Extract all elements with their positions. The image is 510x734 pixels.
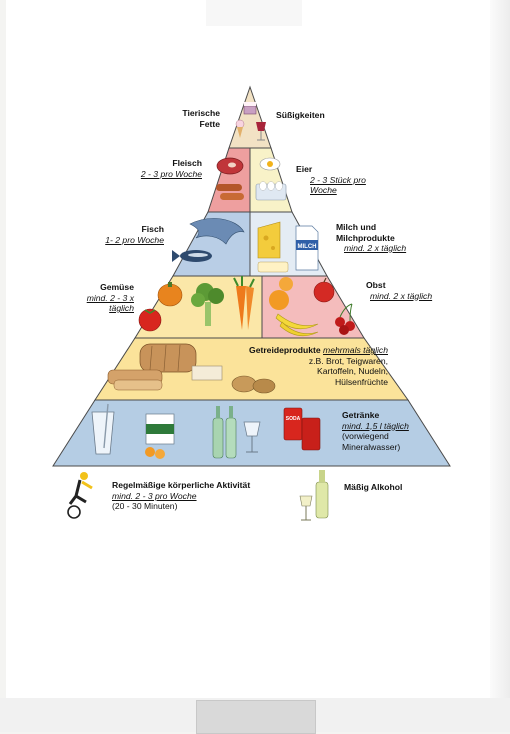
label-group-fish: Fisch 1- 2 pro Woche <box>84 224 164 245</box>
label-eggs: Eier <box>296 164 313 174</box>
broccoli-icon <box>191 283 224 326</box>
label-group-dairy: Milch und Milchprodukte mind. 2 x täglic… <box>336 222 432 254</box>
soda-can-label: SODA <box>286 416 301 422</box>
freq-activity: mind. 2 - 3 pro Woche <box>112 490 197 501</box>
freq-grains: mehrmals täglich <box>323 345 388 355</box>
tier2-meat <box>207 147 251 213</box>
dolphin-icon <box>189 218 245 245</box>
label-animal-fats: Tierische Fette <box>182 108 220 129</box>
wine-glass-icon <box>256 122 266 141</box>
freq-eggs: 2 - 3 Stück pro Woche <box>310 174 366 196</box>
potatoes-icon <box>231 375 276 394</box>
carrot-icon <box>233 276 255 330</box>
soda-can-icon: SODA <box>283 407 321 451</box>
bottom-tab <box>196 700 316 734</box>
drinking-glass-icon <box>243 421 261 453</box>
fried-egg-icon <box>259 157 281 171</box>
freq-fruit: mind. 2 x täglich <box>370 290 433 301</box>
bread-loaf-icon <box>139 343 197 373</box>
milk-carton-icon: MILCH <box>295 225 319 271</box>
label-fruit: Obst <box>366 280 386 290</box>
freq-meat: 2 - 3 pro Woche <box>140 168 202 179</box>
freq-vegetables: mind. 2 - 3 x täglich <box>86 292 134 314</box>
label-alcohol: Mäßig Alkohol <box>344 482 403 492</box>
label-group-grains: Getreideprodukte mehrmals täglich z.B. B… <box>218 345 388 387</box>
water-glass-icon <box>91 403 115 455</box>
apple-icon <box>313 277 335 303</box>
mineral-water-bottles-icon <box>212 406 237 459</box>
label-group-drinks: Getränke mind. 1,5 l täglich (vorwiegend… <box>342 410 438 452</box>
label-sweets: Süßigkeiten <box>276 110 325 120</box>
label-vegetables: Gemüse <box>100 282 134 292</box>
label-group-fruit: Obst mind. 2 x täglich <box>366 280 458 301</box>
sausage-icon <box>216 184 244 200</box>
detail-activity: (20 - 30 Minuten) <box>112 501 178 511</box>
label-meat: Fleisch <box>172 158 202 168</box>
freq-dairy: mind. 2 x täglich <box>344 243 407 253</box>
freq-fish: 1- 2 pro Woche <box>105 234 164 245</box>
label-activity: Regelmäßige körperliche Aktivität <box>112 480 251 490</box>
tier2-eggs <box>249 147 293 213</box>
toast-icon <box>191 365 223 381</box>
label-dairy: Milch und Milchprodukte <box>336 222 395 243</box>
tier1-fats-sweets <box>228 85 272 149</box>
milk-carton-label: MILCH <box>298 244 317 250</box>
cake-icon <box>243 102 257 115</box>
label-group-eggs: Eier 2 - 3 Stück pro Woche <box>296 164 376 196</box>
tomato-icon <box>138 308 162 332</box>
label-drinks: Getränke <box>342 410 380 420</box>
banana-icon <box>275 313 319 337</box>
fish-icon <box>172 250 212 262</box>
steak-icon <box>216 157 244 175</box>
pumpkin-icon <box>157 282 183 307</box>
label-group-activity: Regelmäßige körperliche Aktivität mind. … <box>112 480 288 512</box>
detail-grains: z.B. Brot, Teigwaren, Kartoffeln, Nudeln… <box>308 355 388 387</box>
wine-bottle-icon <box>315 470 329 519</box>
egg-carton-icon <box>255 181 287 201</box>
label-group-vegetables: Gemüse mind. 2 - 3 x täglich <box>62 282 134 314</box>
wine-glasses-icon <box>299 495 313 521</box>
cheese-icon <box>257 221 281 259</box>
freq-drinks: mind. 1,5 l täglich <box>342 420 409 431</box>
ice-cream-icon <box>235 119 245 138</box>
orange-icon <box>269 277 293 310</box>
yogurt-icon <box>257 261 289 273</box>
top-tab-shadow <box>206 0 302 26</box>
bread-slices-icon <box>107 369 163 391</box>
label-grains: Getreideprodukte <box>249 345 321 355</box>
juice-carton-icon <box>145 413 175 459</box>
cyclist-icon <box>67 472 93 519</box>
cherries-icon <box>335 303 355 335</box>
label-group-meat: Fleisch 2 - 3 pro Woche <box>140 158 202 179</box>
label-fish: Fisch <box>141 224 164 234</box>
page-edge-shadow <box>490 0 510 732</box>
detail-drinks: (vorwiegend Mineralwasser) <box>342 431 401 452</box>
